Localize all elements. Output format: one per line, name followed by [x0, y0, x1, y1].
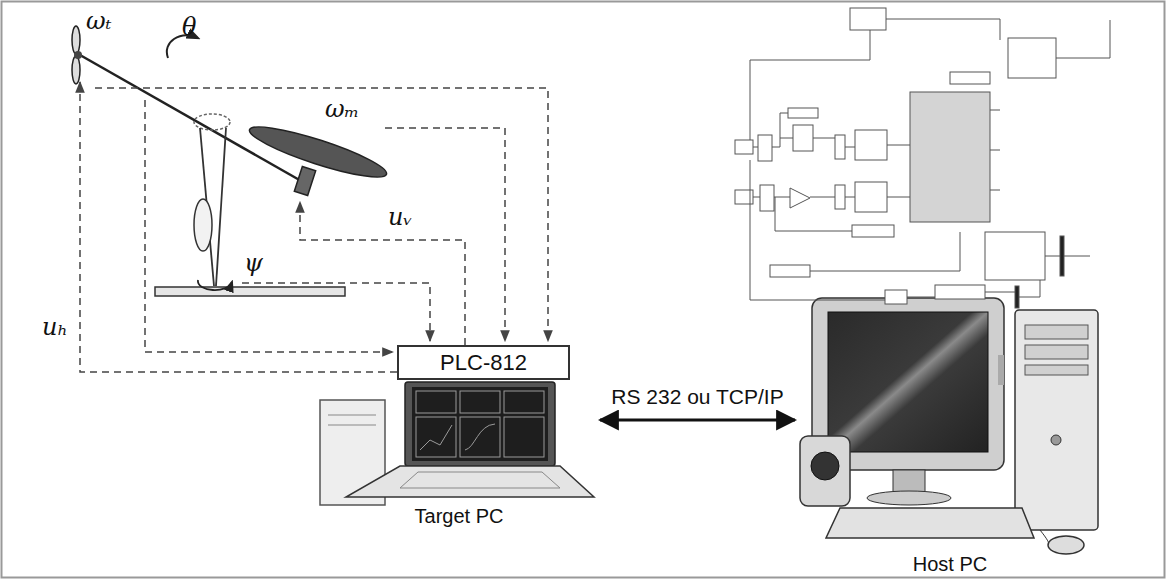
mouse	[1048, 536, 1084, 554]
model-block	[735, 140, 753, 154]
horizontal-input-label: uₕ	[42, 314, 68, 340]
pitch-angle-label: θ	[182, 14, 196, 40]
tail-propeller	[72, 26, 80, 54]
model-block	[852, 225, 894, 237]
model-block	[1008, 38, 1056, 78]
model-block	[788, 108, 818, 118]
host-computer: Host PC	[795, 292, 1105, 576]
monitor-button	[998, 355, 1004, 385]
mux-bar	[1015, 286, 1019, 308]
model-block	[770, 265, 810, 277]
signal-wire	[80, 82, 397, 372]
key-area	[400, 472, 560, 488]
signal-wire	[385, 128, 505, 341]
model-block	[935, 285, 985, 299]
screen-window	[460, 391, 500, 413]
monitor-stand	[893, 470, 925, 494]
counterweight	[194, 199, 212, 251]
model-block	[950, 72, 990, 84]
model-block	[855, 182, 887, 212]
subsystem-block	[910, 92, 990, 222]
screen-window	[416, 417, 456, 457]
drive-bay	[1025, 365, 1088, 375]
model-block	[855, 130, 887, 160]
signal-wire	[300, 202, 465, 345]
g-part	[416, 391, 544, 457]
model-line	[886, 19, 1110, 58]
yaw-arrow	[198, 280, 232, 290]
gain-block	[790, 188, 810, 208]
target-computer: Target PC	[318, 382, 600, 528]
mux-bar	[1060, 236, 1064, 276]
g-part	[750, 19, 1110, 300]
screen-window	[416, 391, 456, 413]
signal-wire	[95, 88, 548, 341]
laptop-keyboard	[346, 466, 594, 497]
drive-slot	[328, 425, 376, 426]
model-block	[850, 8, 886, 30]
pc-tower	[1015, 310, 1098, 530]
model-block	[793, 125, 813, 151]
main-speed-label: ωₘ	[325, 96, 359, 122]
screen-window	[460, 417, 500, 457]
link-arrow	[600, 419, 795, 422]
node-label: Target PC	[411, 505, 508, 528]
screen-plot	[465, 424, 495, 450]
g-part	[80, 82, 548, 372]
simulink-model	[735, 8, 1110, 308]
rotor-beam	[80, 55, 310, 186]
screen-plot	[420, 425, 452, 450]
power-button	[1051, 435, 1061, 445]
laptop-lid	[405, 382, 555, 466]
link-label: RS 232 ou TCP/IP	[607, 384, 787, 410]
pivot-ring	[194, 114, 230, 130]
main-propeller	[246, 118, 390, 185]
monitor-screen	[828, 312, 988, 452]
screen-window	[504, 417, 544, 457]
controller-box: PLC-812	[397, 345, 570, 380]
tail-hub	[74, 51, 82, 59]
screen-window	[504, 391, 544, 413]
model-block	[885, 290, 907, 304]
drive-bay	[1025, 345, 1088, 359]
support-rod	[216, 128, 226, 286]
model-block	[758, 135, 772, 161]
signal-wire	[242, 283, 430, 341]
monitor-foot	[867, 491, 951, 505]
model-block	[760, 185, 774, 211]
model-line	[750, 160, 1040, 300]
speaker-cone	[811, 452, 839, 480]
mouse-cable	[1040, 530, 1049, 545]
vertical-input-label: uᵥ	[388, 204, 412, 230]
model-block	[835, 135, 845, 159]
model-line	[887, 110, 1000, 197]
signal-wire	[145, 100, 393, 352]
yaw-angle-label: ψ	[244, 250, 263, 276]
drive-bay	[1025, 325, 1088, 339]
tail-propeller	[72, 56, 80, 84]
keyboard	[826, 508, 1034, 538]
model-line	[753, 113, 855, 147]
drive-slot	[328, 415, 376, 416]
node-label: PLC-812	[440, 350, 527, 375]
speaker	[800, 436, 850, 506]
model-block	[985, 232, 1045, 280]
laptop-screen	[412, 387, 548, 461]
tail-speed-label: ωₜ	[86, 8, 112, 34]
model-line	[753, 197, 855, 231]
model-line	[750, 30, 870, 140]
node-label: Host PC	[909, 553, 991, 576]
base-plate	[155, 287, 345, 296]
model-line	[810, 232, 1090, 271]
model-block	[835, 185, 845, 209]
main-motor	[294, 166, 315, 195]
